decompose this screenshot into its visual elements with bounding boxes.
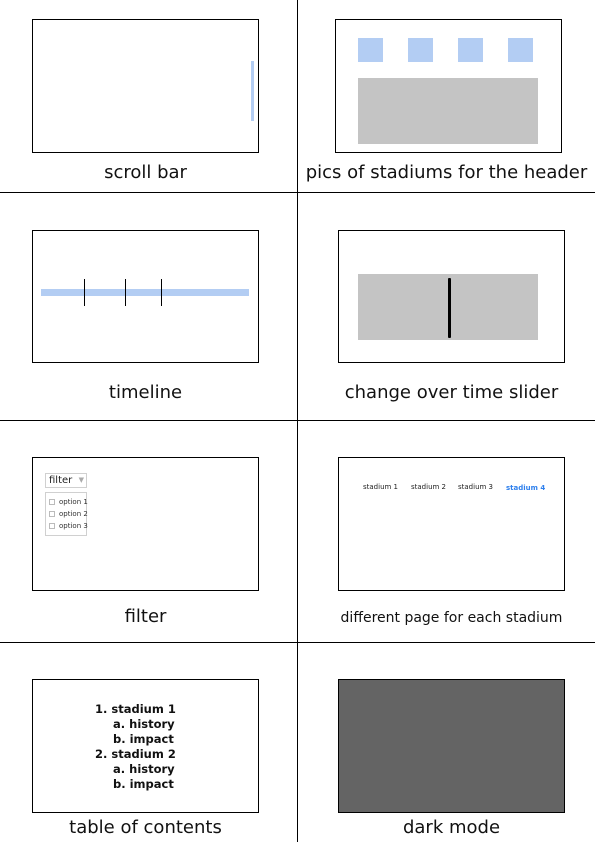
timeline-caption: timeline xyxy=(108,382,183,403)
toc-item[interactable]: 1. stadium 1 xyxy=(95,702,176,716)
stadium-pages-mockup: stadium 1 stadium 2 stadium 3 stadium 4 xyxy=(338,457,565,591)
filter-option[interactable]: option 2 xyxy=(49,510,88,519)
filter-option-label: option 2 xyxy=(59,510,88,518)
header-pics-mockup xyxy=(335,19,562,153)
filter-caption: filter xyxy=(124,606,167,627)
checkbox-icon[interactable] xyxy=(49,499,55,505)
toc-item[interactable]: 2. stadium 2 xyxy=(95,747,176,761)
stadium-nav-link-active[interactable]: stadium 4 xyxy=(506,484,546,492)
filter-option[interactable]: option 3 xyxy=(49,522,88,531)
filter-dropdown[interactable]: filter ▼ xyxy=(45,473,87,488)
slider-handle[interactable] xyxy=(448,278,451,338)
timeline-marker[interactable] xyxy=(84,279,85,306)
slider-caption: change over time slider xyxy=(344,382,559,403)
stadium-thumbnail xyxy=(358,38,383,62)
stadium-thumbnail xyxy=(458,38,483,62)
checkbox-icon[interactable] xyxy=(49,523,55,529)
timeline-mockup xyxy=(32,230,259,363)
scroll-bar-caption: scroll bar xyxy=(104,162,187,183)
checkbox-icon[interactable] xyxy=(49,511,55,517)
stadium-thumbnail xyxy=(408,38,433,62)
stadium-nav-link[interactable]: stadium 1 xyxy=(363,483,399,491)
grid-vertical-divider xyxy=(297,0,298,842)
stadium-thumbnail xyxy=(508,38,533,62)
grid-row-divider xyxy=(0,420,595,421)
filter-option-label: option 3 xyxy=(59,522,88,530)
filter-dropdown-label: filter xyxy=(49,475,73,486)
scroll-bar-mockup xyxy=(32,19,259,153)
chevron-down-icon: ▼ xyxy=(78,476,84,484)
filter-option-label: option 1 xyxy=(59,498,88,506)
stadium-nav-link[interactable]: stadium 3 xyxy=(458,483,494,491)
dark-mode-caption: dark mode xyxy=(402,817,501,838)
slider-mockup xyxy=(338,230,565,363)
stadium-nav-link[interactable]: stadium 2 xyxy=(411,483,447,491)
header-pics-caption: pics of stadiums for the header xyxy=(305,162,588,183)
scroll-thumb[interactable] xyxy=(251,61,254,121)
toc-subitem[interactable]: b. impact xyxy=(113,777,174,791)
toc-caption: table of contents xyxy=(69,817,222,838)
filter-option[interactable]: option 1 xyxy=(49,498,88,507)
timeline-bar[interactable] xyxy=(41,289,249,296)
toc-subitem[interactable]: a. history xyxy=(113,717,175,731)
stadium-header-image xyxy=(358,78,538,144)
toc-subitem[interactable]: b. impact xyxy=(113,732,174,746)
grid-row-divider xyxy=(0,642,595,643)
timeline-marker[interactable] xyxy=(125,279,126,306)
timeline-marker[interactable] xyxy=(161,279,162,306)
grid-row-divider xyxy=(0,192,595,193)
filter-options-panel: option 1 option 2 option 3 xyxy=(45,492,88,536)
toc-subitem[interactable]: a. history xyxy=(113,762,175,776)
toc-mockup: 1. stadium 1 a. history b. impact 2. sta… xyxy=(32,679,259,813)
stadium-pages-caption: different page for each stadium xyxy=(340,610,563,626)
filter-mockup: filter ▼ option 1 option 2 option 3 xyxy=(32,457,259,591)
dark-mode-mockup xyxy=(338,679,565,813)
